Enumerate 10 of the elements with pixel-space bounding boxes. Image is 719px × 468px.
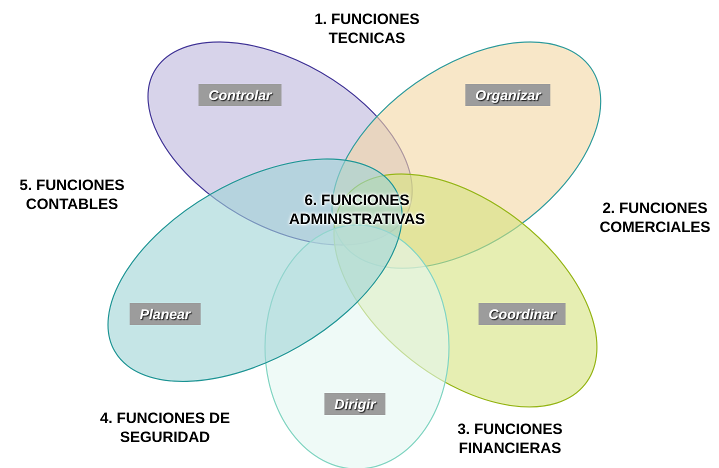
function-heading: 4. FUNCIONES DE SEGURIDAD (98, 409, 232, 447)
action-label: Coordinar (478, 302, 566, 325)
action-label: Organizar (465, 84, 551, 106)
function-heading: 5. FUNCIONES CONTABLES (18, 176, 126, 214)
function-heading: 1. FUNCIONES TECNICAS (313, 10, 420, 48)
action-label: Dirigir (324, 393, 386, 415)
function-heading: 2. FUNCIONES COMERCIALES (598, 198, 712, 237)
action-label: Planear (130, 302, 200, 325)
action-label: Controlar (198, 84, 282, 106)
function-heading: 3. FUNCIONES FINANCIERAS (456, 420, 564, 458)
